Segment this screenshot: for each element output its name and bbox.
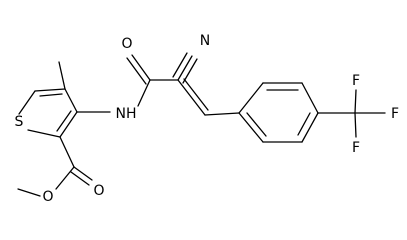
methyl-bond (58, 61, 66, 90)
ester-oc-bond (17, 188, 41, 197)
thiophene-ring (18, 88, 78, 138)
vinyl-aryl-bond (204, 112, 240, 116)
nitrile-triple-bond (172, 52, 198, 84)
alkene-double-bond (177, 78, 209, 116)
carbonyl-oxygen-label: O (121, 36, 132, 52)
ester-ring-bond (59, 136, 75, 168)
nitrile-nitrogen-label: N (200, 33, 210, 49)
fluorine-label-top: F (352, 73, 360, 89)
ester-methoxy-oxygen-label: O (42, 189, 53, 205)
benzene-ring (238, 82, 319, 143)
fluorine-label-bottom: F (352, 140, 360, 156)
ester-co-bond (55, 166, 75, 190)
molecule-structure: S NH O N F F F O O (15, 33, 399, 205)
ester-carbonyl-double-bond (70, 166, 93, 186)
amide-carbonyl-double-bond (126, 54, 151, 85)
amide-nc-bond (137, 79, 151, 107)
trifluoromethyl-group (317, 89, 386, 138)
nh-atom-label: NH (116, 106, 137, 122)
sulfur-atom-label: S (15, 114, 24, 130)
fluorine-label-right: F (391, 106, 399, 122)
ester-carbonyl-oxygen-label: O (93, 183, 104, 199)
